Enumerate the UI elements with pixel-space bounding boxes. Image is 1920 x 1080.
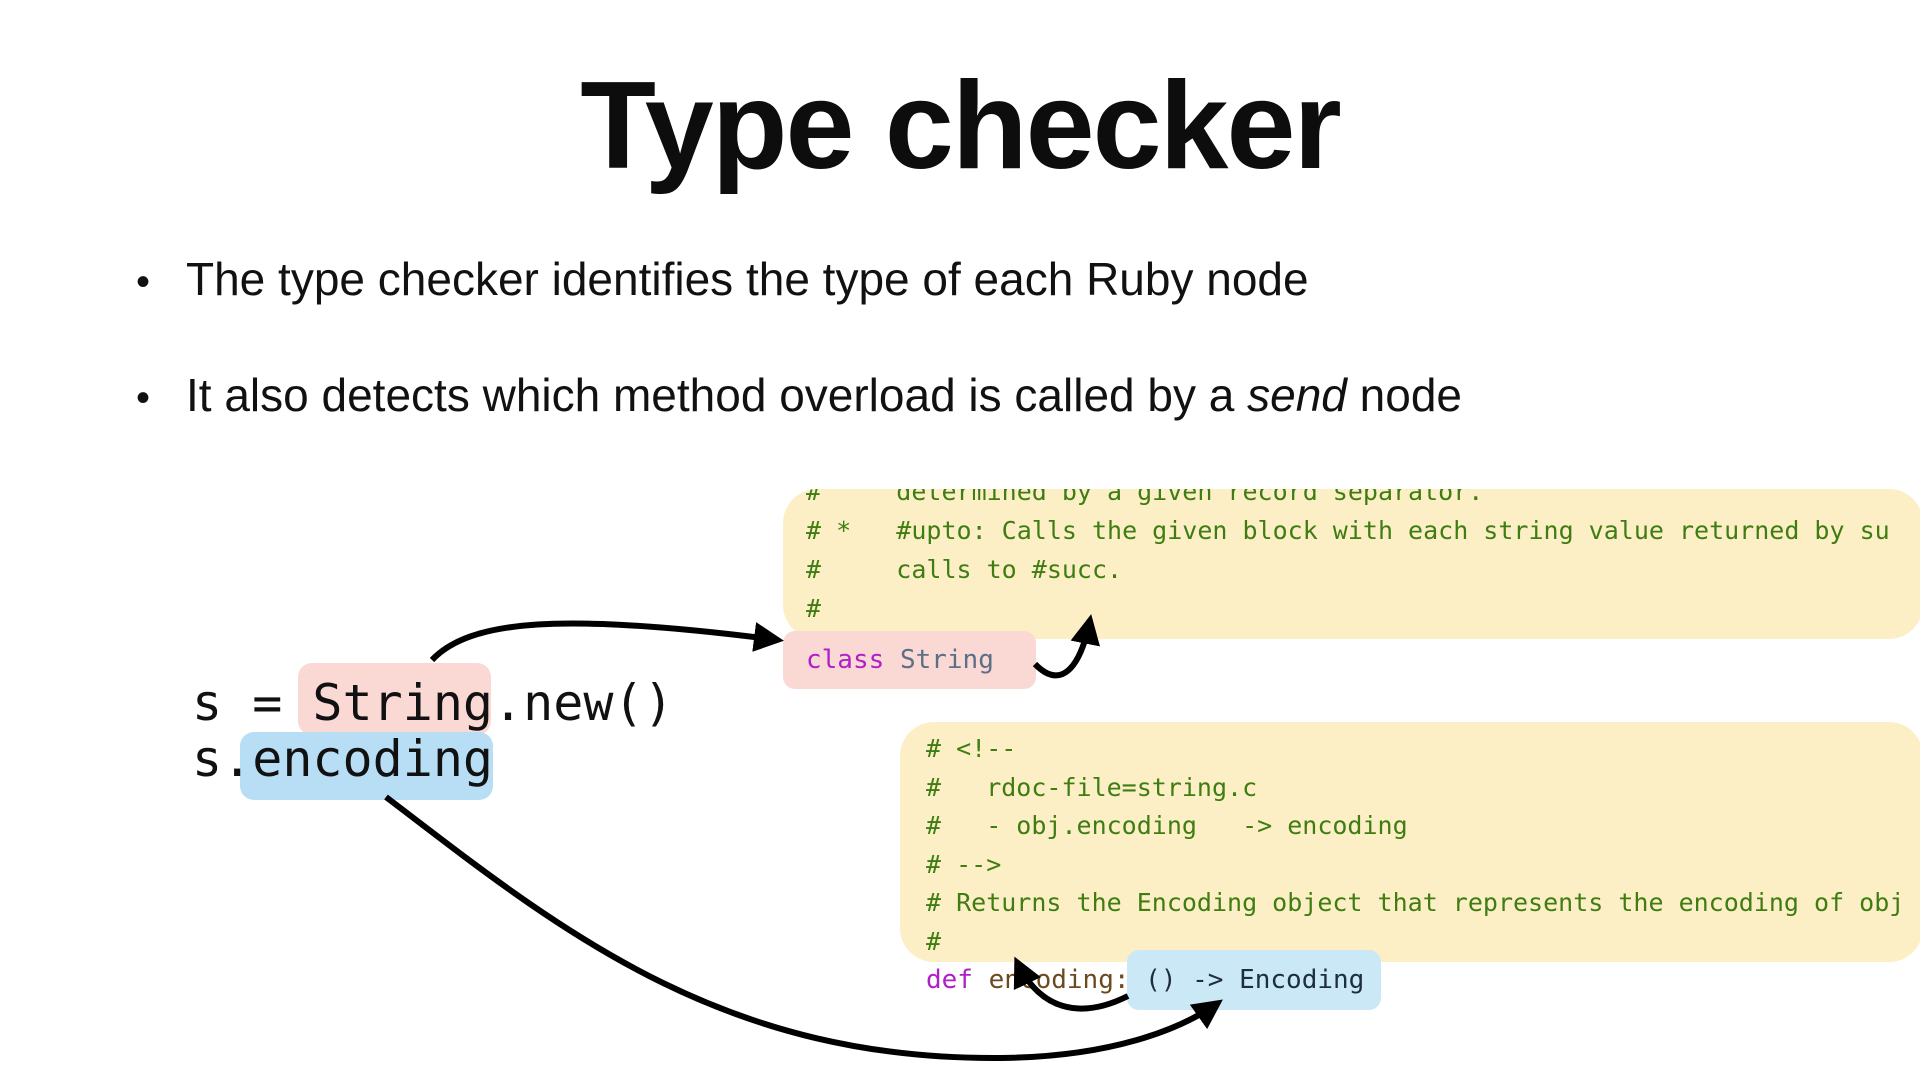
encoding-method-call: encoding bbox=[252, 730, 494, 788]
bullet-emphasis: send bbox=[1247, 369, 1347, 421]
doc-comment-line: # * #upto: Calls the given block with ea… bbox=[806, 516, 1890, 545]
code-text: s = bbox=[192, 674, 313, 732]
method-name: encoding: bbox=[988, 965, 1130, 995]
doc-comment-line: # rdoc-file=string.c bbox=[926, 773, 1258, 802]
bullet-text-suffix: node bbox=[1346, 369, 1462, 421]
class-keyword: class bbox=[806, 645, 885, 675]
slide-title: Type checker bbox=[580, 57, 1341, 195]
class-signature: class String bbox=[806, 647, 994, 673]
bullet-item: • It also detects which method overload i… bbox=[136, 368, 1462, 422]
bullet-text: The type checker identifies the type of … bbox=[186, 253, 1309, 305]
doc-comment-line: # - obj.encoding -> encoding bbox=[926, 811, 1408, 840]
bullet-text: It also detects which method overload is… bbox=[186, 369, 1248, 421]
string-class-doc-panel: # determined by a given record separator… bbox=[783, 489, 1920, 639]
def-keyword: def bbox=[926, 965, 973, 995]
doc-comment-line: # bbox=[926, 927, 942, 956]
doc-comment-line: # <!-- bbox=[926, 734, 1017, 763]
class-name: String bbox=[899, 645, 994, 675]
doc-comment-line: # determined by a given record separator… bbox=[806, 489, 1484, 506]
bullet-dot: • bbox=[136, 260, 151, 304]
string-constant-highlight bbox=[298, 663, 491, 735]
class-signature-highlight bbox=[783, 631, 1036, 689]
doc-comment-line: # calls to #succ. bbox=[806, 555, 1123, 584]
doc-comment-line: # bbox=[806, 594, 822, 623]
method-type: () -> Encoding bbox=[1145, 965, 1365, 995]
arrow-string-to-class bbox=[429, 620, 784, 663]
method-signature: def encoding: () -> Encoding bbox=[926, 967, 1364, 993]
string-constant: String bbox=[312, 674, 494, 732]
encoding-method-doc-panel: # <!-- # rdoc-file=string.c # - obj.enco… bbox=[900, 722, 1920, 962]
doc-comment-line: # --> bbox=[926, 850, 1002, 879]
bullet-dot: • bbox=[136, 376, 151, 420]
code-text: s. bbox=[192, 730, 253, 788]
code-line-send: s.encoding bbox=[192, 734, 493, 784]
doc-comment-line: # Returns the Encoding object that repre… bbox=[926, 888, 1905, 917]
bullet-item: • The type checker identifies the type of… bbox=[136, 252, 1309, 306]
encoding-call-highlight bbox=[240, 732, 493, 800]
code-line-assignment: s = String.new() bbox=[192, 678, 674, 728]
code-text: .new() bbox=[493, 674, 674, 732]
